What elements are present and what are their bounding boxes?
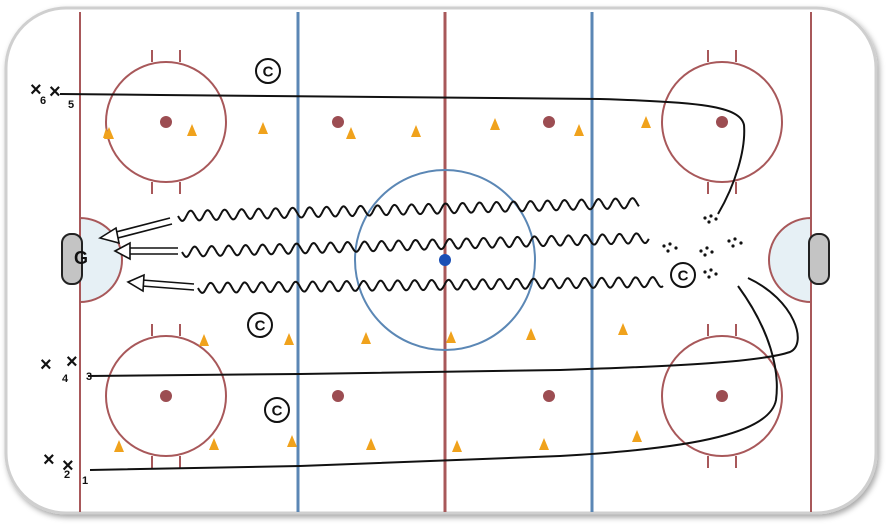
cone [187,124,197,136]
cone [209,438,219,450]
cone [287,435,297,447]
pucks [662,214,743,279]
faceoff-circle-top-right [661,50,783,194]
puck-carry-wave-top [177,197,640,222]
player-group-middle: × 4 × 3 [40,351,92,385]
cone [452,440,462,452]
player-marker: × [62,455,74,477]
cone [618,323,628,335]
shot-arrow-top [98,217,173,245]
player-number: 5 [68,99,74,111]
neutral-dot [332,116,344,128]
coach-marker: C [670,262,696,288]
cone [411,125,421,137]
faceoff-circle-bottom-left [105,324,227,468]
cone [114,440,124,452]
right-goal-net [808,233,830,285]
player-marker: × [66,351,78,373]
cone [490,118,500,130]
neutral-dot [332,390,344,402]
puck-carry-wave-bottom [197,276,664,294]
neutral-dot [543,116,555,128]
player-marker: × [43,449,55,471]
cone [526,328,536,340]
cone [284,333,294,345]
cone [366,438,376,450]
player-group-top: × 6 × 5 [30,79,74,111]
left-goal-net [61,233,83,285]
faceoff-circle-top-left [105,50,227,194]
player-number: 6 [40,95,46,107]
cone [361,332,371,344]
shot-arrow-bottom [126,273,195,293]
player-number: 2 [64,469,70,481]
coach-marker: C [255,58,281,84]
goalie-label: G [74,248,88,268]
cone [258,122,268,134]
cone [104,127,114,139]
cone [632,430,642,442]
svg-text:C: C [272,403,283,420]
skate-path-bottom [89,285,778,471]
neutral-dot [543,390,555,402]
faceoff-circle-bottom-right [661,324,783,468]
svg-text:C: C [255,318,266,335]
cones [103,116,651,452]
player-marker: × [49,81,61,103]
player-marker: × [40,354,52,376]
center-dot [439,254,451,266]
cone [641,116,651,128]
svg-text:C: C [678,268,689,285]
puck-carry-wave-middle [181,232,650,258]
player-number: 4 [62,373,69,385]
skate-path-top [59,93,746,215]
player-group-bottom: × 2 × 1 [43,449,88,487]
right-goal-crease [768,216,812,304]
center-circle [354,169,536,351]
shot-arrow-middle [113,241,178,261]
cone [574,124,584,136]
player-marker: × [30,79,42,101]
coach-marker: C [264,397,290,423]
cone [446,331,456,343]
cone [346,127,356,139]
player-number: 1 [82,475,88,487]
player-number: 3 [86,371,92,383]
coach-marker: C [247,312,273,338]
cone [539,438,549,450]
cone [199,334,209,346]
svg-text:C: C [263,64,274,81]
